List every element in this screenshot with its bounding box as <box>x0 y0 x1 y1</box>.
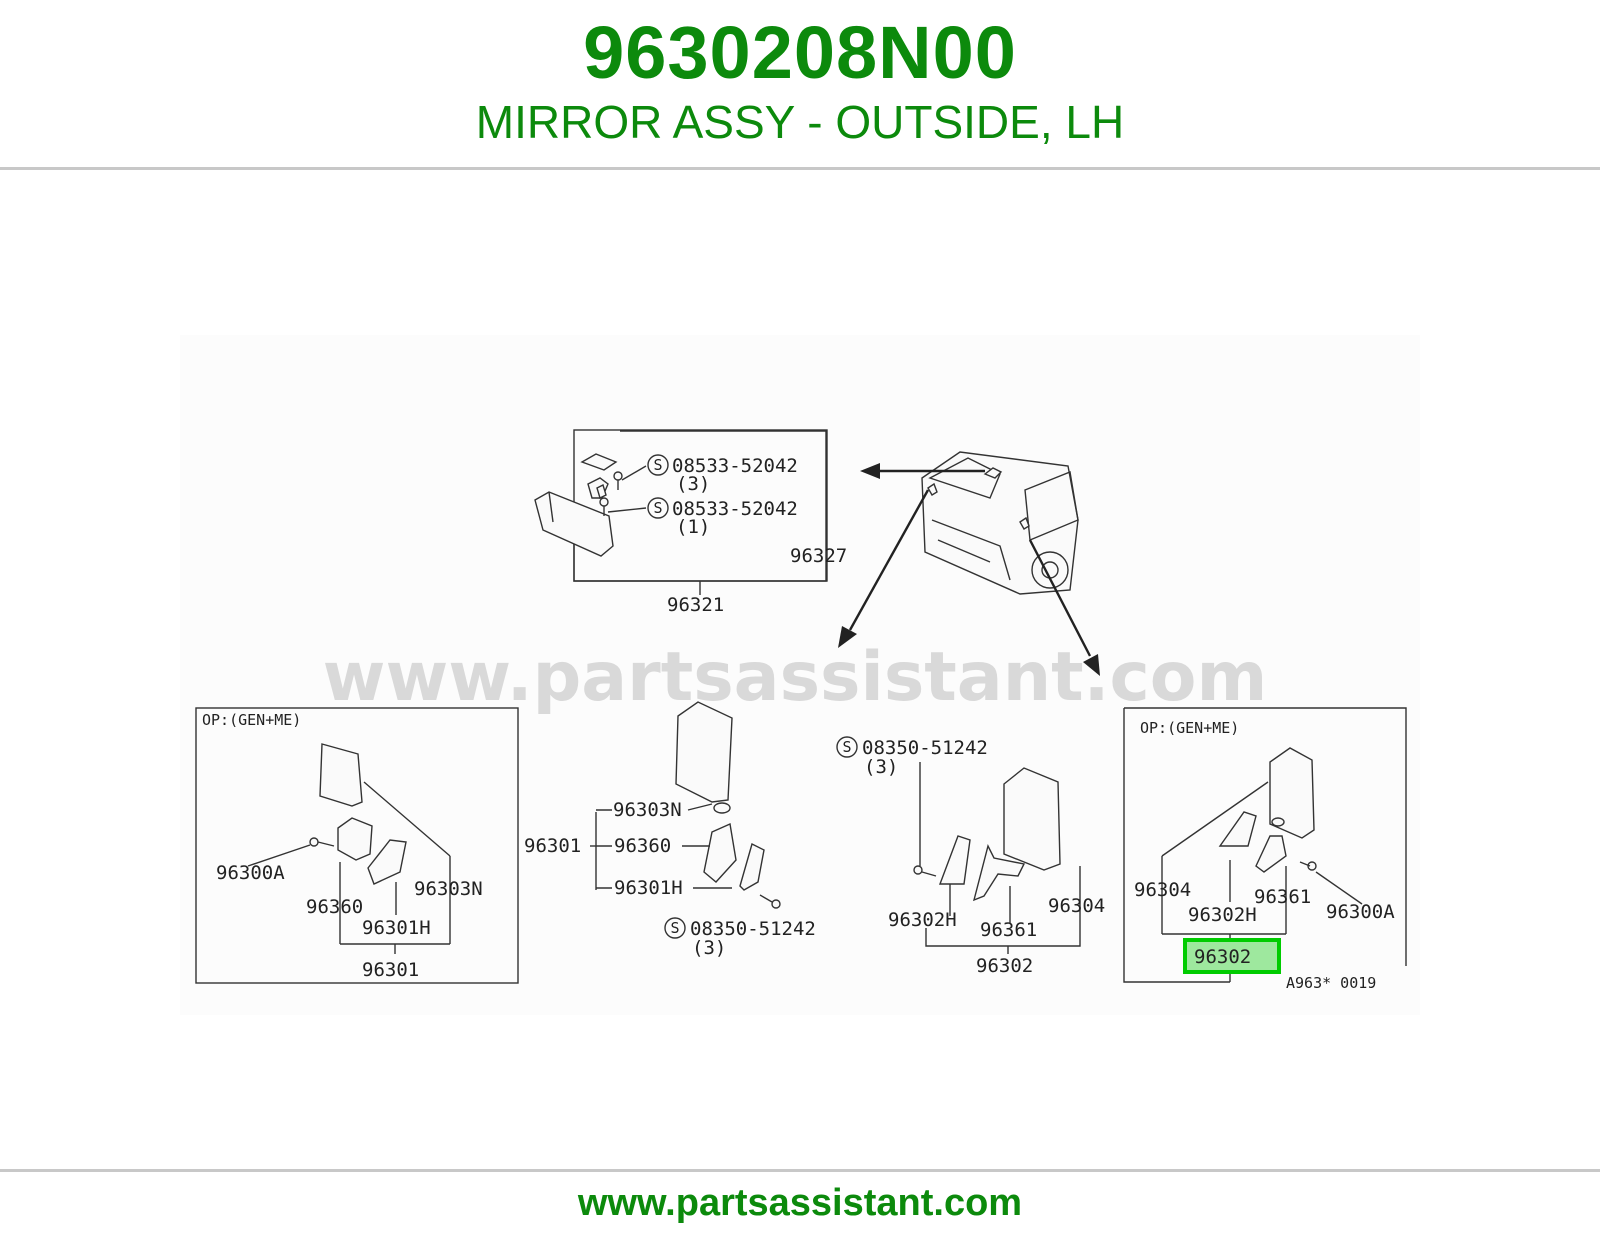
standard-part-icon <box>836 736 858 758</box>
mirror-head <box>1003 767 1061 871</box>
label-right-96361: 96361 <box>1254 886 1311 908</box>
label-right-96302H: 96302H <box>1188 904 1257 926</box>
label-mid-screw: 08350-51242 <box>690 918 816 940</box>
leader-line <box>363 781 451 857</box>
right-box-note: OP:(GEN+ME) <box>1140 719 1239 737</box>
highlighted-part-box[interactable] <box>1183 938 1281 974</box>
mirror-bracket <box>367 839 407 885</box>
leader-line <box>687 803 713 811</box>
label-right-96300A: 96300A <box>1326 901 1395 923</box>
mirror-bracket <box>739 842 765 891</box>
screw-icon <box>309 837 335 847</box>
label-left-96360: 96360 <box>306 896 363 918</box>
label-mid-96301H: 96301H <box>614 877 683 899</box>
middle-right-group: S 08350-51242 (3) 96302H 96361 96304 963… <box>836 736 1105 977</box>
mirror-head <box>319 743 363 807</box>
mirror-pivot <box>1271 817 1285 827</box>
standard-part-symbol: S <box>653 499 662 517</box>
label-rm-screw-qty: (3) <box>864 756 898 778</box>
footer-site-link[interactable]: www.partsassistant.com <box>577 1182 1023 1224</box>
screw-icon <box>1299 861 1317 871</box>
middle-left-group: S 96303N 96301 96360 96301H 08350-51242 … <box>524 701 816 959</box>
label-screw-top-1-qty: (3) <box>676 473 710 495</box>
label-rm-96302: 96302 <box>976 955 1033 977</box>
inside-mirror-edge <box>548 491 554 523</box>
part-description: MIRROR ASSY - OUTSIDE, LH <box>475 96 1125 148</box>
mirror-stay <box>337 817 373 861</box>
mirror-head <box>675 701 733 803</box>
inside-mirror-bracket-line <box>573 430 827 582</box>
leader-line <box>621 465 647 481</box>
label-left-96300A: 96300A <box>216 862 285 884</box>
footer-divider <box>0 1169 1600 1172</box>
screw-icon <box>913 865 937 877</box>
inside-mirror-group: S S 08533-52042 (3) 08533-52042 (1) 9632… <box>534 429 847 616</box>
mirror-stay <box>1255 835 1287 873</box>
standard-part-symbol: S <box>670 919 679 937</box>
diagram-background <box>180 335 1420 1015</box>
label-screw-top-2: 08533-52042 <box>672 498 798 520</box>
label-rm-96304: 96304 <box>1048 895 1105 917</box>
mirror-mount-base <box>580 453 618 471</box>
label-mid-screw-qty: (3) <box>692 937 726 959</box>
header-divider <box>0 167 1600 170</box>
standard-part-icon <box>664 917 686 939</box>
label-screw-top-2-qty: (1) <box>676 516 710 538</box>
left-option-box: OP:(GEN+ME) 96300A 96360 96303N 96301H 9… <box>195 707 519 984</box>
mirror-bracket <box>1218 811 1257 847</box>
label-mid-96301: 96301 <box>524 835 581 857</box>
watermark-text: www.partsassistant.com <box>323 638 1268 717</box>
mirror-pivot <box>713 802 731 814</box>
arrow-head-icon <box>1083 654 1100 676</box>
label-96321: 96321 <box>667 594 724 616</box>
standard-part-icon <box>647 454 669 476</box>
left-box-note: OP:(GEN+ME) <box>202 711 301 729</box>
leader-line <box>607 507 647 513</box>
mirror-bracket <box>938 835 971 885</box>
bracket-line <box>595 809 612 890</box>
pointer-arrows <box>838 463 1100 676</box>
label-left-96303N: 96303N <box>414 878 483 900</box>
label-96327: 96327 <box>790 545 847 567</box>
screw-icon <box>759 894 781 909</box>
label-left-96301H: 96301H <box>362 917 431 939</box>
label-mid-96303N: 96303N <box>613 799 682 821</box>
leader-line <box>1161 781 1269 857</box>
part-number-title: 9630208N00 <box>583 11 1017 94</box>
label-screw-top-1: 08533-52042 <box>672 455 798 477</box>
arrow-head-icon <box>860 463 880 479</box>
leader-line <box>1315 871 1363 905</box>
mirror-stay-joint <box>596 484 607 499</box>
label-rm-96302H: 96302H <box>888 909 957 931</box>
label-right-96302-highlight[interactable]: 96302 <box>1194 946 1251 968</box>
vehicle-outline <box>921 451 1079 595</box>
standard-part-icon <box>647 497 669 519</box>
mirror-stay <box>703 822 737 883</box>
page-header: 9630208N00 MIRROR ASSY - OUTSIDE, LH <box>0 0 1600 168</box>
bracket-line <box>925 866 1081 947</box>
mirror-head <box>1269 747 1315 839</box>
label-rm-96361: 96361 <box>980 919 1037 941</box>
right-option-box: OP:(GEN+ME) 96304 96302H 96361 96300A 96… <box>1123 707 1407 992</box>
label-right-96304: 96304 <box>1134 879 1191 901</box>
label-rm-screw: 08350-51242 <box>862 737 988 759</box>
screw-icon <box>599 497 609 516</box>
diagram-code: A963* 0019 <box>1286 974 1376 992</box>
mirror-stay <box>972 844 1026 902</box>
arrow-head-icon <box>838 626 857 648</box>
label-left-96301: 96301 <box>362 959 419 981</box>
standard-part-symbol: S <box>653 456 662 474</box>
screw-icon <box>613 471 623 490</box>
standard-part-symbol: S <box>842 738 851 756</box>
leader-line <box>247 844 311 867</box>
label-mid-96360: 96360 <box>614 835 671 857</box>
